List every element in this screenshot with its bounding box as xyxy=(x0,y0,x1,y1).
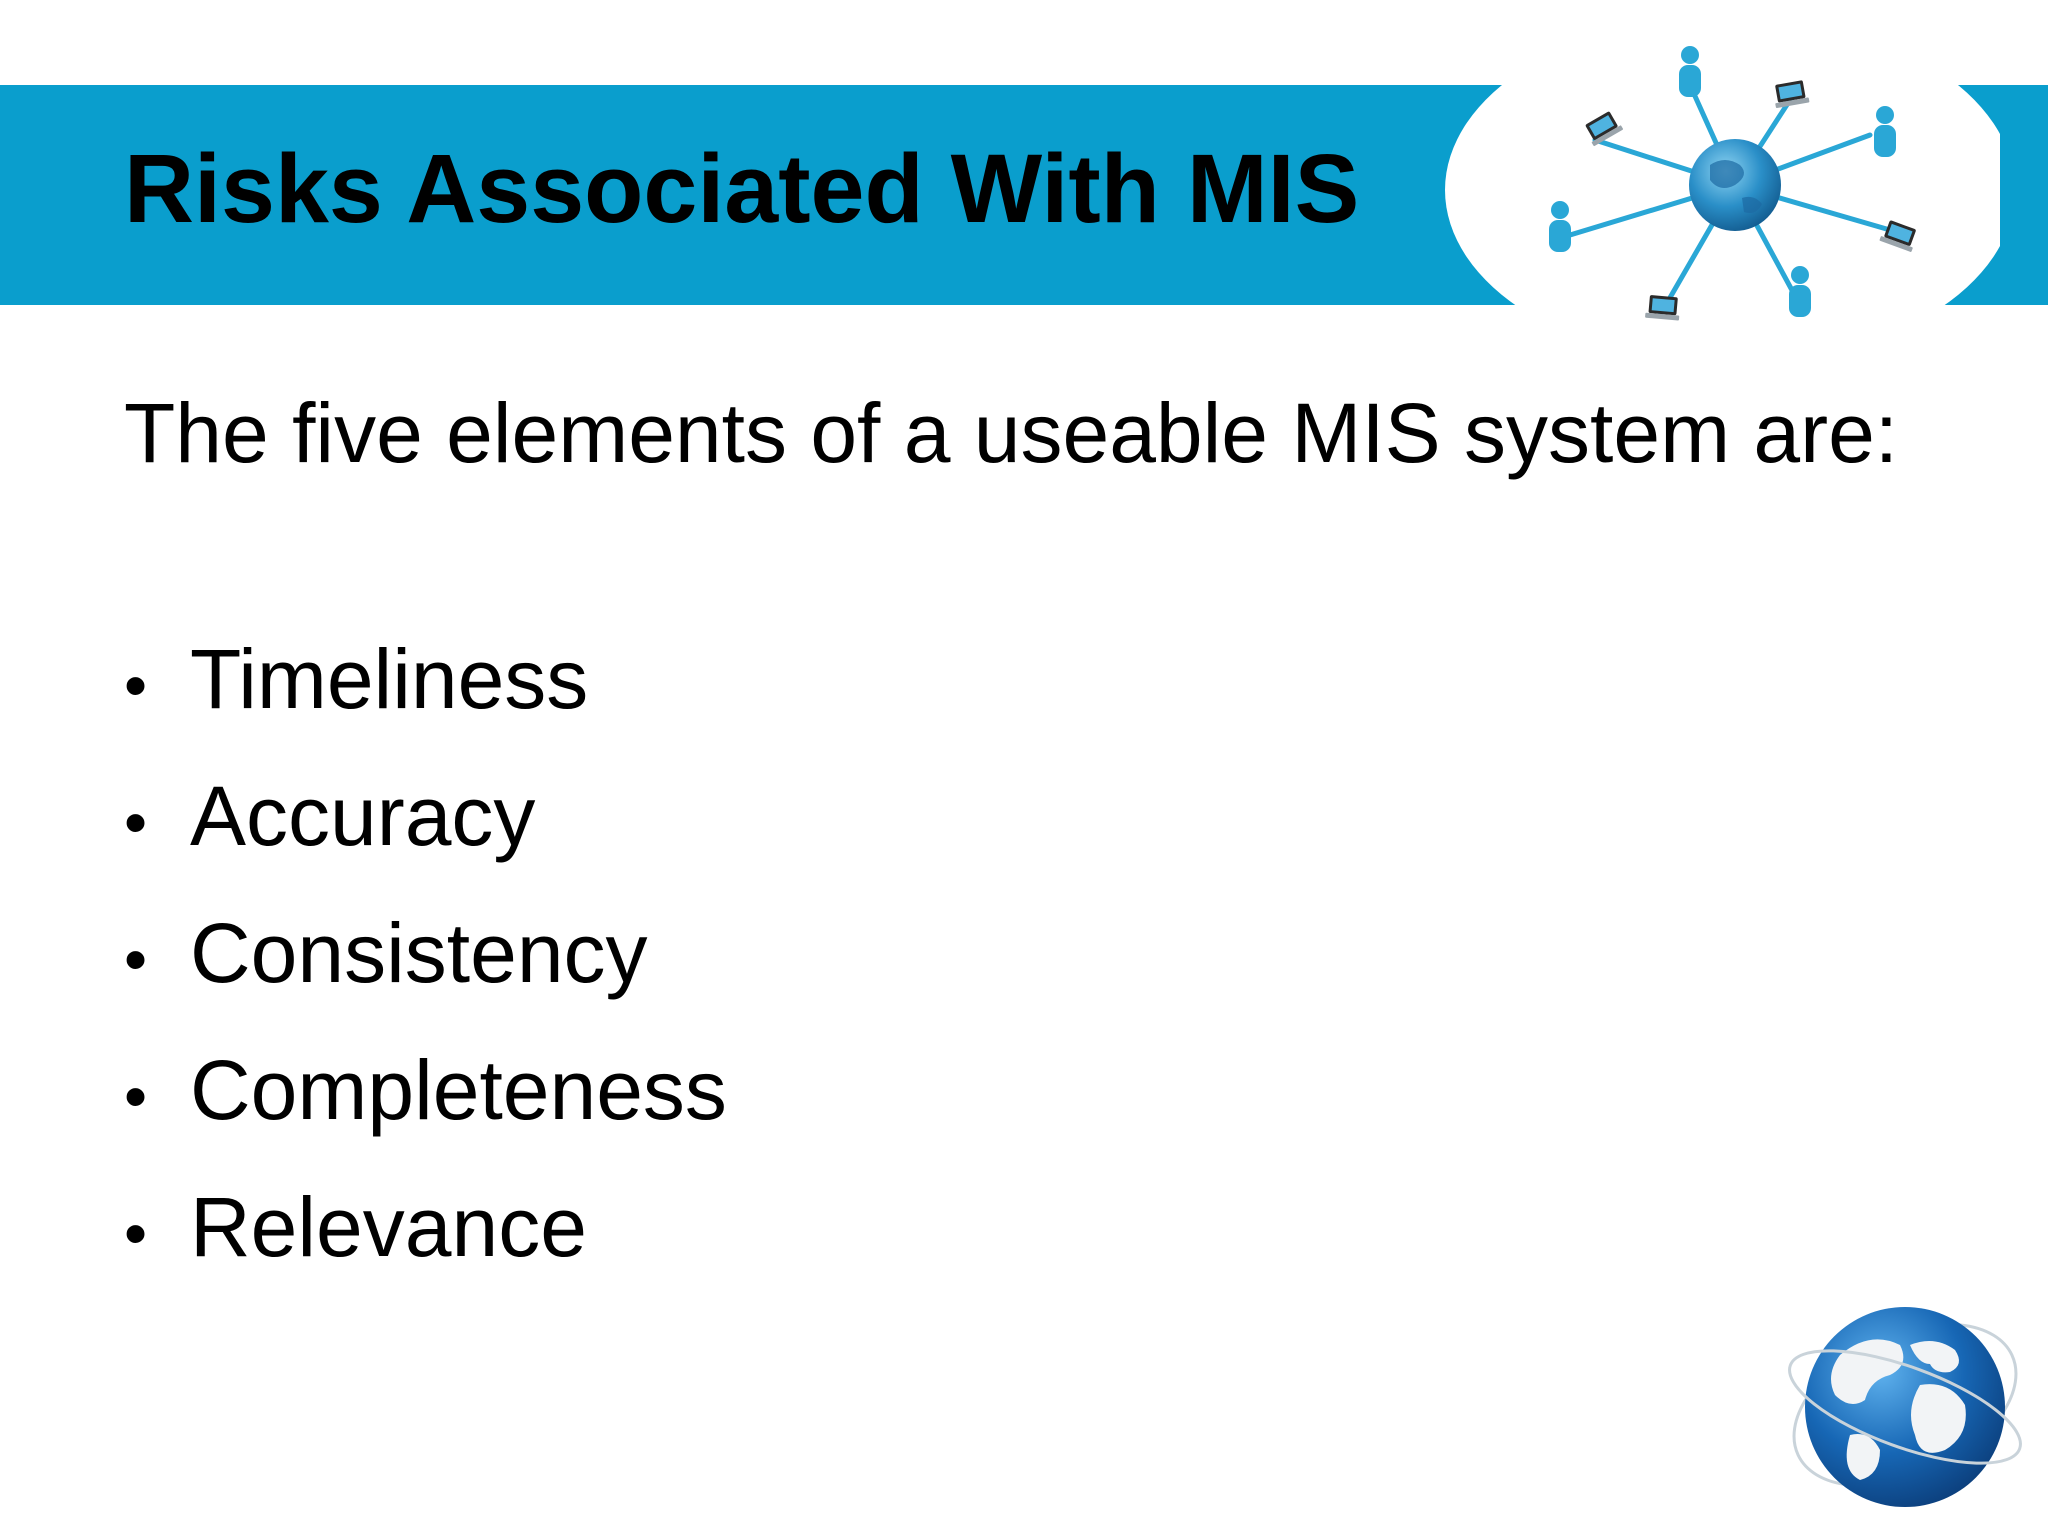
list-item: • Timeliness xyxy=(124,614,727,751)
list-item: • Completeness xyxy=(124,1025,727,1162)
bullet-label: Consistency xyxy=(190,906,648,1000)
bullet-icon: • xyxy=(124,785,148,859)
list-item: • Relevance xyxy=(124,1162,727,1299)
globe-icon xyxy=(1788,1307,2022,1507)
bullet-icon: • xyxy=(124,922,148,996)
bullet-icon: • xyxy=(124,648,148,722)
list-item: • Consistency xyxy=(124,888,727,1025)
bullet-label: Relevance xyxy=(190,1180,587,1274)
bullet-list: • Timeliness • Accuracy • Consistency • … xyxy=(124,614,727,1299)
bullet-label: Accuracy xyxy=(190,769,536,863)
bullet-icon: • xyxy=(124,1196,148,1270)
network-icon xyxy=(1445,30,2000,365)
list-item: • Accuracy xyxy=(124,751,727,888)
bullet-label: Timeliness xyxy=(190,632,589,726)
slide-title: Risks Associated With MIS xyxy=(124,134,1360,243)
intro-text: The five elements of a useable MIS syste… xyxy=(124,386,1899,480)
bullet-icon: • xyxy=(124,1059,148,1133)
bullet-label: Completeness xyxy=(190,1043,727,1137)
